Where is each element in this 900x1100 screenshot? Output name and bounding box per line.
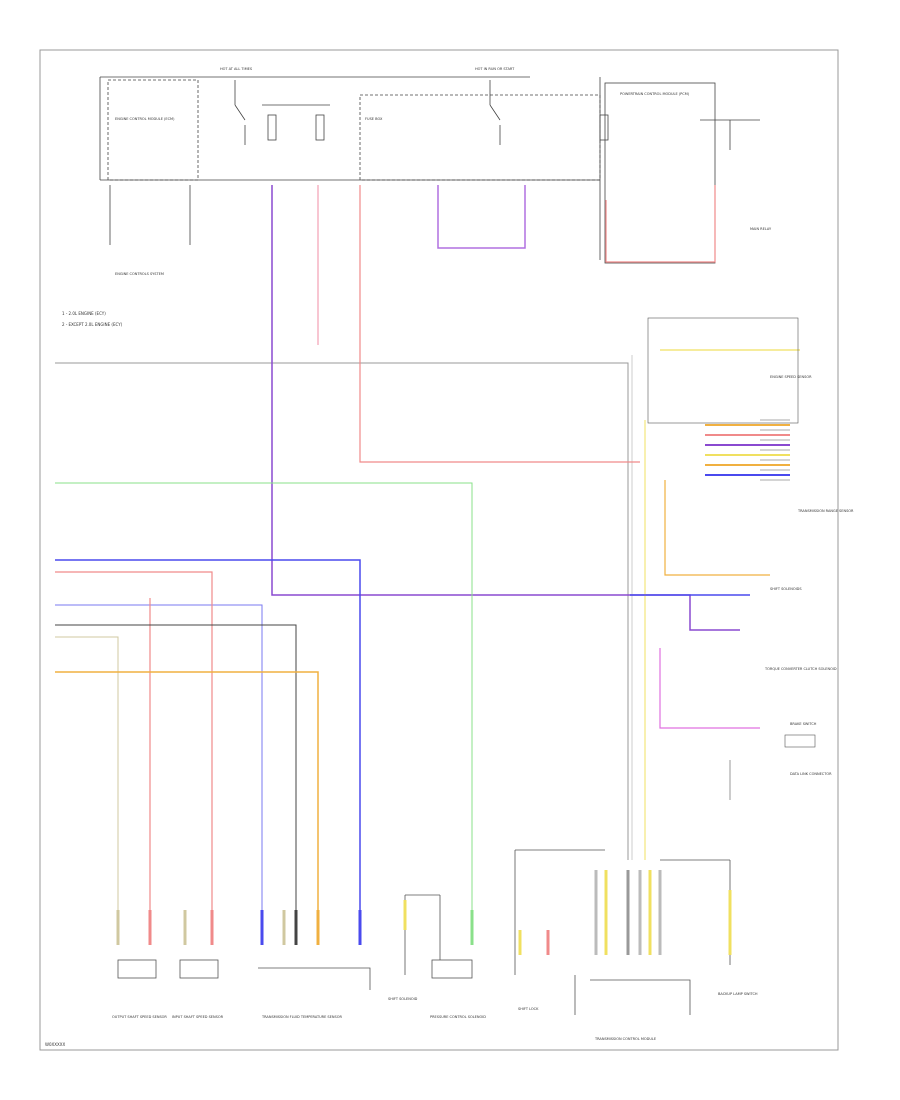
wire-green — [55, 482, 473, 920]
wire-orange — [55, 671, 319, 940]
bottom-right-module — [574, 975, 691, 1015]
wire-red-2 — [55, 571, 213, 940]
wire-violet-top — [437, 185, 526, 249]
trans-range-sensor-label: TRANSMISSION RANGE SENSOR — [797, 509, 854, 513]
dlc-label: DATA LINK CONNECTOR — [790, 772, 832, 776]
c7-label: TRANSMISSION CONTROL MODULE — [594, 1037, 656, 1041]
sensor-output-shaft — [117, 959, 157, 979]
wire-red-1 — [359, 185, 640, 463]
wire-magenta — [659, 648, 760, 729]
wire-black-top — [55, 362, 629, 860]
shift-solenoids-label: SHIFT SOLENOIDS — [770, 587, 802, 591]
c6-label: SHIFT LOCK — [518, 1007, 539, 1011]
wire-blue-2 — [55, 604, 263, 930]
ecm-module-label: ENGINE CONTROL MODULE (ECM) — [115, 117, 175, 121]
pcm-module-label: POWERTRAIN CONTROL MODULE (PCM) — [620, 92, 690, 96]
top-section — [99, 76, 760, 264]
legend-line-2: 2 - EXCEPT 2.0L ENGINE (ECY) — [62, 322, 123, 327]
bottom-stubs — [116, 870, 732, 955]
c1-label: OUTPUT SHAFT SPEED SENSOR — [112, 1015, 167, 1019]
bottom-components — [117, 849, 731, 1015]
main-relay-label: MAIN RELAY — [750, 227, 772, 231]
diagram-frame — [39, 49, 839, 1051]
wire-black-lower — [55, 624, 297, 940]
ecm-system-label: ENGINE CONTROLS SYSTEM — [115, 272, 164, 276]
fuse-box-mid — [359, 94, 601, 181]
c5-label: PRESSURE CONTROL SOLENOID — [430, 1015, 486, 1019]
wire-blue — [55, 559, 361, 940]
tcm-block — [258, 967, 371, 990]
footer-code: W0XXXXX — [45, 1042, 65, 1047]
ecm-module-box — [107, 79, 199, 181]
c8-label: BACKUP LAMP SWITCH — [718, 992, 758, 996]
fuse-box-label: FUSE BOX — [365, 117, 383, 121]
c2-label: INPUT SHAFT SPEED SENSOR — [172, 1015, 224, 1019]
pressure-solenoid-box — [431, 959, 473, 979]
wire-orange-right — [664, 480, 770, 576]
c4-label: SHIFT SOLENOID — [388, 997, 418, 1001]
tcc-solenoid-label: TORQUE CONVERTER CLUTCH SOLENOID — [764, 667, 837, 671]
connector-block-right — [647, 317, 816, 800]
pcm-module-box — [604, 82, 716, 264]
fuse-box-left-label: HOT AT ALL TIMES — [220, 67, 253, 71]
sensor-input-shaft — [179, 959, 219, 979]
fuse-box-mid-label: HOT IN RUN OR START — [475, 67, 515, 71]
engine-speed-sensor-label: ENGINE SPEED SENSOR — [770, 375, 812, 379]
wire-pink-pcm — [605, 185, 716, 263]
connector-pins — [705, 424, 790, 476]
wire-violet-1 — [271, 185, 740, 631]
legend-line-1: 1 - 2.0L ENGINE (ECY) — [62, 311, 106, 316]
brake-switch-label: BRAKE SWITCH — [790, 722, 817, 726]
wire-tan — [55, 636, 119, 940]
c3-label: TRANSMISSION FLUID TEMPERATURE SENSOR — [261, 1015, 342, 1019]
